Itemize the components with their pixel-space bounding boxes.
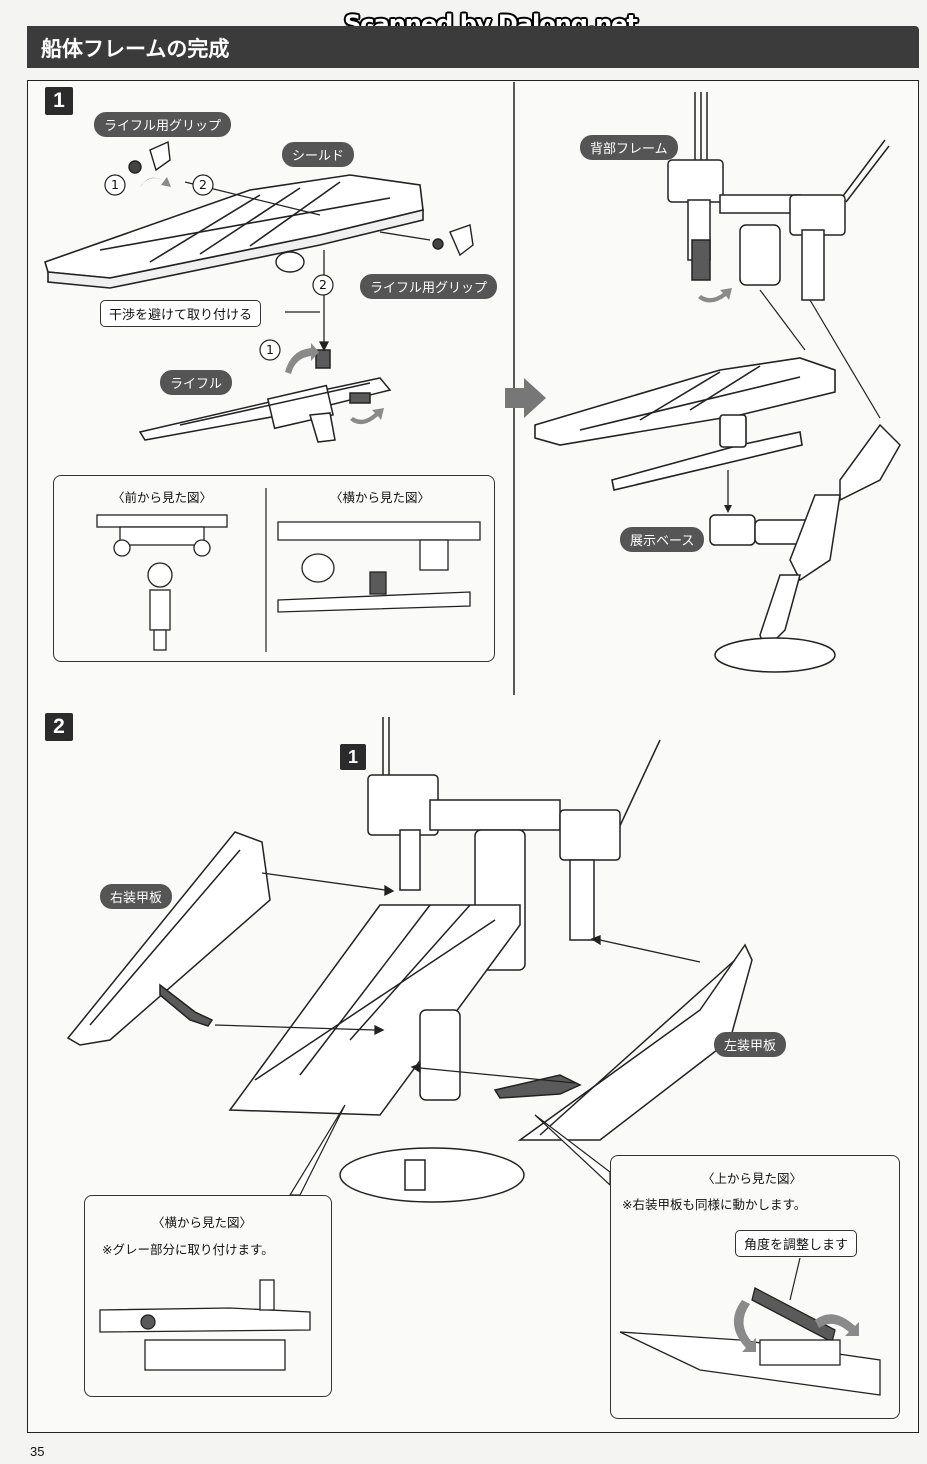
step2-number: 2: [45, 713, 73, 741]
step1-inset-views: [53, 475, 495, 662]
rifle-grip-label-top: ライフル用グリップ: [94, 112, 232, 137]
step2-side-note: ※グレー部分に取り付けます。: [102, 1242, 274, 1257]
step2-top-inset: [610, 1155, 900, 1419]
step2-side-inset: [84, 1195, 332, 1397]
page-number: 35: [30, 1444, 45, 1459]
side-view-drawing: [277, 521, 481, 613]
step2-frame-drawing: [228, 717, 661, 1203]
step2-top-note: ※右装甲板も同様に動かします。: [622, 1197, 807, 1212]
shield-plate-drawing: [44, 174, 424, 289]
right-armor-label: 右装甲板: [100, 884, 173, 909]
adjust-angle-callout: 角度を調整します: [735, 1230, 858, 1257]
front-view-title: 〈前から見た図〉: [112, 490, 213, 505]
section-header: 船体フレームの完成: [27, 26, 919, 68]
step-marker-2b: 2: [319, 277, 327, 292]
step2-side-title: 〈横から見た図〉: [152, 1215, 253, 1230]
avoid-interference-callout: 干渉を避けて取り付ける: [100, 300, 262, 327]
left-armor-label: 左装甲板: [714, 1032, 787, 1057]
right-armor-drawing: [66, 831, 271, 1046]
next-arrow: [505, 378, 546, 418]
step2-top-view-drawing: [619, 1287, 881, 1396]
step2-side-view-drawing: [99, 1279, 311, 1371]
section-title: 船体フレームの完成: [41, 37, 230, 61]
back-frame-label: 背部フレーム: [580, 135, 678, 160]
rifle-grip-label-right: ライフル用グリップ: [360, 274, 498, 299]
step2-ref-step: 1: [340, 744, 366, 770]
display-base-label: 展示ベース: [620, 527, 705, 552]
step1-number: 1: [45, 87, 73, 115]
display-base-drawing: [709, 423, 901, 673]
side-view-title: 〈横から見た図〉: [330, 490, 431, 505]
grip-parts: [128, 140, 474, 273]
assembled-shield-drawing: [534, 357, 836, 491]
step-marker-2a: 2: [199, 177, 207, 192]
back-frame-drawing: [667, 92, 890, 301]
rifle-drawing: [138, 349, 392, 443]
step2-top-title: 〈上から見た図〉: [702, 1171, 803, 1186]
front-view-drawing: [96, 514, 228, 651]
step-marker-1a: 1: [111, 177, 119, 192]
rifle-label: ライフル: [160, 370, 233, 395]
left-armor-drawing: [493, 943, 753, 1141]
shield-label: シールド: [282, 142, 355, 167]
step-marker-1b: 1: [266, 342, 274, 357]
